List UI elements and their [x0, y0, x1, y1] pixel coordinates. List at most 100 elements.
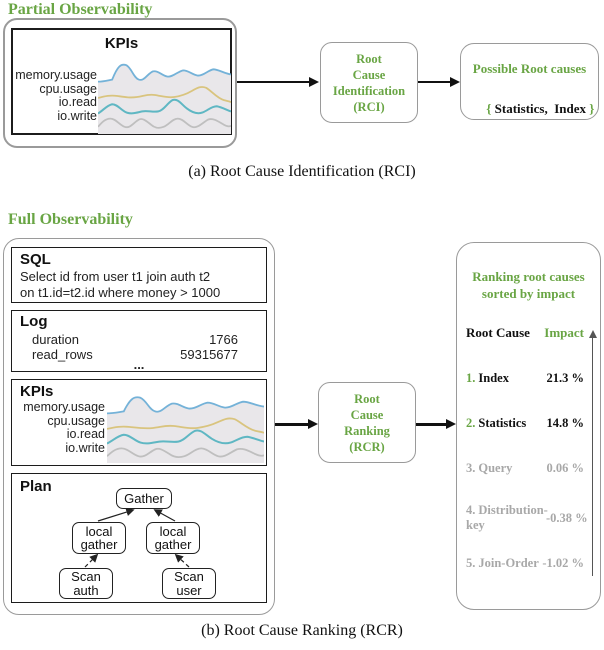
rci-process-box: Root Cause Identification (RCI) — [320, 42, 418, 123]
sql-box: SQL Select id from user t1 join auth t2 … — [11, 247, 267, 303]
rcr-line: Ranking — [344, 423, 390, 438]
cpu-usage-line — [98, 87, 231, 102]
log-value: 1766 — [209, 332, 238, 347]
ranking-panel — [456, 242, 601, 610]
rcr-process-box: Root Cause Ranking (RCR) — [318, 382, 416, 463]
plan-tree-edges — [84, 508, 190, 568]
metric-label: io.write — [57, 108, 97, 123]
ranking-title-line2: sorted by impact — [481, 286, 576, 301]
root-cause-name: Distribution-key — [466, 503, 548, 532]
ranking-item-2: 2.Statistics 14.8 % — [466, 416, 584, 431]
cpu-usage-line — [107, 418, 264, 432]
metric-label: cpu.usage — [47, 413, 105, 428]
rank-number: 3. — [466, 461, 476, 475]
kpis-title: KPIs — [20, 383, 54, 400]
log-ellipsis: ... — [133, 357, 145, 372]
impact-value: 0.06 % — [546, 461, 585, 475]
possible-root-causes-box: Possible Root causes { Statistics, Index… — [460, 43, 599, 120]
memory-area-fill — [98, 64, 231, 134]
arrow-observability-to-rcr — [275, 423, 309, 426]
rank-number: 5. — [466, 556, 476, 570]
sql-line: Select id from user t1 join auth t2 — [20, 269, 211, 284]
impact-axis-line — [592, 338, 593, 576]
log-row: read_rows 59315677 — [12, 347, 266, 363]
log-title: Log — [20, 313, 48, 330]
io-write-line — [98, 119, 231, 128]
panel-b-section-label: Full Observability — [8, 211, 133, 228]
memory-usage-line — [98, 65, 231, 82]
log-row: duration 1766 — [12, 332, 266, 348]
arrowhead-icon — [308, 419, 318, 429]
sql-title: SQL — [20, 251, 51, 268]
sql-line: on t1.id=t2.id where money > 1000 — [20, 285, 221, 300]
panel-a-kpis-box: KPIs memory.usage cpu.usage io.read io.w… — [11, 28, 232, 135]
root-causes-values: Statistics, Index — [491, 101, 590, 116]
plan-box: Plan Gather local gather local gather Sc… — [11, 473, 267, 603]
rci-line: Cause — [352, 67, 386, 82]
plan-node-local-gather-left: local gather — [72, 522, 126, 554]
caption-b: (b) Root Cause Ranking (RCR) — [201, 622, 403, 639]
rank-number: 2. — [466, 416, 476, 430]
root-cause-name: Query — [478, 461, 513, 475]
kpi-sparkline-chart — [107, 390, 264, 463]
rcr-line: (RCR) — [349, 439, 385, 454]
io-read-line — [107, 430, 264, 443]
kpi-sparkline-chart — [98, 57, 231, 134]
log-value: 59315677 — [180, 347, 238, 362]
ranking-title-line1: Ranking root causes — [472, 269, 585, 284]
memory-usage-line — [107, 397, 264, 413]
edge-localgatherR-gather — [153, 509, 176, 522]
root-cause-name: Index — [478, 371, 509, 385]
metric-label: memory.usage — [23, 400, 105, 414]
metric-label: memory.usage — [15, 68, 97, 82]
impact-value: 14.8 % — [546, 416, 585, 430]
rank-number: 1. — [466, 371, 476, 385]
kpis-metric-labels: memory.usage cpu.usage io.read io.write — [12, 400, 105, 455]
log-key: read_rows — [32, 347, 93, 362]
arrowhead-icon — [309, 77, 319, 87]
root-causes-set: { Statistics, Index } — [461, 86, 598, 132]
impact-axis-arrowhead-icon — [588, 330, 597, 338]
plan-node-local-gather-right: local gather — [146, 522, 200, 554]
panel-b-kpis-box: KPIs memory.usage cpu.usage io.read io.w… — [11, 379, 267, 466]
io-read-line — [98, 100, 231, 114]
plan-node-scan-auth: Scan auth — [59, 568, 113, 599]
ranking-item-4: 4.Distribution-key -0.38 % — [466, 503, 588, 533]
log-box: Log duration 1766 read_rows 59315677 ... — [11, 310, 267, 372]
possible-root-causes-title: Possible Root causes — [472, 61, 587, 76]
memory-area-fill — [107, 397, 264, 463]
plan-title: Plan — [20, 478, 52, 495]
rank-number: 4. — [466, 503, 476, 517]
edge-localgatherL-gather — [97, 508, 135, 522]
arrow-kpis-to-rci — [237, 81, 309, 83]
root-cause-name: Statistics — [478, 416, 527, 430]
arrowhead-icon — [450, 77, 460, 87]
ranking-item-3: 3.Query 0.06 % — [466, 461, 584, 476]
plan-node-gather: Gather — [116, 488, 172, 509]
col-root-cause: Root Cause — [466, 325, 530, 340]
io-write-line — [107, 448, 264, 457]
metric-label: cpu.usage — [39, 81, 97, 96]
rcr-line: Root — [354, 391, 380, 406]
ranking-item-5: 5.Join-Order -1.02 % — [466, 556, 584, 571]
panel-a-section-label: Partial Observability — [8, 1, 153, 18]
kpis-metric-labels: memory.usage cpu.usage io.read io.write — [13, 68, 97, 123]
rci-line: Root — [356, 51, 382, 66]
root-cause-name: Join-Order — [478, 556, 539, 570]
kpis-title: KPIs — [104, 35, 139, 52]
arrow-rcr-to-ranking — [416, 423, 447, 426]
impact-value: -0.38 % — [546, 510, 588, 525]
impact-value: 21.3 % — [546, 371, 585, 385]
col-impact: Impact — [544, 325, 584, 340]
log-key: duration — [32, 332, 79, 347]
brace-open: { — [486, 101, 492, 116]
rci-line: Identification — [332, 83, 406, 98]
arrowhead-icon — [446, 419, 456, 429]
caption-a: (a) Root Cause Identification (RCI) — [188, 163, 416, 180]
impact-value: -1.02 % — [542, 556, 584, 570]
arrow-rci-to-output — [418, 81, 450, 83]
rcr-line: Cause — [350, 407, 384, 422]
metric-label: io.read — [58, 95, 97, 109]
ranking-item-1: 1.Index 21.3 % — [466, 371, 584, 386]
